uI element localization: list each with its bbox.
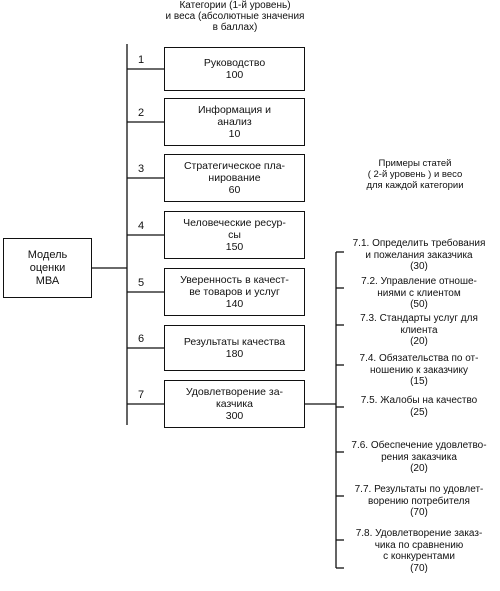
item-label: 7.7. Результаты по удовлет-: [354, 484, 484, 495]
item-7-4: 7.4. Обязательства по от- ношению к зака…: [344, 353, 494, 388]
item-7-5: 7.5. Жалобы на качество (25): [344, 395, 494, 418]
category-box-2: Информация и анализ 10: [164, 98, 305, 146]
model-line: Модель: [27, 248, 68, 261]
item-label: ниями с клиентом: [377, 287, 461, 299]
item-value: (70): [410, 507, 428, 518]
category-label: Стратегическое пла-: [183, 160, 286, 172]
category-box-4: Человеческие ресур- сы 150: [164, 211, 305, 259]
item-label: 7.1. Определить требования: [352, 238, 486, 249]
category-label: Уверенность в качест-: [180, 274, 289, 286]
category-label: Удовлетворение за-: [185, 386, 284, 398]
category-number: 3: [138, 163, 145, 175]
item-label: 7.4. Обязательства по от-: [359, 353, 479, 364]
category-box-1: Руководство 100: [164, 47, 305, 91]
item-7-6: 7.6. Обеспечение удовлетво- рения заказч…: [344, 440, 494, 475]
category-value: 180: [225, 348, 244, 360]
category-label: нирование: [208, 172, 261, 184]
examples-header-line: для каждой категории: [366, 180, 464, 191]
item-label: 7.2. Управление отноше-: [361, 276, 477, 287]
item-label: рения заказчика: [381, 451, 457, 463]
category-label: Человеческие ресур-: [183, 217, 286, 229]
category-label: казчика: [215, 398, 253, 410]
item-7-1: 7.1. Определить требования и пожелания з…: [344, 238, 494, 273]
item-value: (25): [410, 406, 428, 418]
item-value: (20): [410, 463, 428, 474]
examples-header-line: Примеры статей: [378, 158, 452, 169]
item-value: (20): [410, 336, 428, 347]
model-box: Модель оценки МВА: [3, 238, 92, 298]
category-label: анализ: [217, 116, 252, 128]
category-box-5: Уверенность в качест- ве товаров и услуг…: [164, 268, 305, 316]
header-line: в баллах): [212, 22, 258, 33]
item-value: (50): [410, 299, 428, 310]
item-label: 7.6. Обеспечение удовлетво-: [351, 440, 487, 451]
category-number: 5: [138, 277, 145, 289]
category-box-6: Результаты качества 180: [164, 325, 305, 371]
category-number: 4: [138, 220, 145, 232]
item-label: с конкурентами: [383, 551, 455, 562]
header-line: Категории (1-й уровень): [179, 0, 291, 11]
item-label: 7.3. Стандарты услуг для: [360, 313, 478, 324]
category-value: 10: [228, 128, 241, 140]
item-7-2: 7.2. Управление отноше- ниями с клиентом…: [344, 276, 494, 311]
item-label: 7.8. Удовлетворение заказ-: [355, 528, 483, 539]
item-value: (70): [410, 562, 428, 574]
item-label: ношению к заказчику: [370, 364, 468, 376]
item-7-7: 7.7. Результаты по удовлет- ворению потр…: [344, 484, 494, 519]
categories-header: Категории (1-й уровень) и веса (абсолютн…: [145, 0, 325, 33]
category-label: Результаты качества: [183, 336, 286, 348]
item-label: чика по сравнению: [374, 539, 464, 551]
category-number: 7: [138, 389, 145, 401]
item-label: 7.5. Жалобы на качество: [360, 395, 478, 406]
category-number: 6: [138, 333, 145, 345]
category-label: Руководство: [203, 57, 266, 69]
category-number: 2: [138, 107, 145, 119]
item-label: ворению потребителя: [368, 495, 470, 507]
category-value: 140: [225, 298, 244, 310]
model-line: МВА: [35, 274, 60, 287]
category-label: сы: [228, 229, 241, 241]
item-label: клиента: [400, 324, 438, 336]
category-number: 1: [138, 54, 145, 66]
header-line: и веса (абсолютные значения: [165, 11, 305, 22]
category-value: 60: [228, 184, 241, 196]
examples-header: Примеры статей ( 2-й уровень ) и весо дл…: [340, 158, 490, 191]
item-value: (15): [410, 376, 428, 387]
category-box-3: Стратегическое пла- нирование 60: [164, 154, 305, 202]
category-box-7: Удовлетворение за- казчика 300: [164, 380, 305, 428]
item-label: и пожелания заказчика: [365, 249, 473, 261]
category-value: 150: [225, 241, 244, 253]
item-7-3: 7.3. Стандарты услуг для клиента (20): [344, 313, 494, 348]
category-label: Информация и: [197, 104, 272, 116]
model-line: оценки: [29, 261, 66, 274]
category-label: ве товаров и услуг: [189, 286, 280, 298]
category-value: 100: [225, 69, 244, 81]
item-7-8: 7.8. Удовлетворение заказ- чика по сравн…: [344, 528, 494, 574]
category-value: 300: [225, 410, 244, 422]
examples-header-line: ( 2-й уровень ) и весо: [367, 169, 463, 180]
item-value: (30): [410, 261, 428, 272]
